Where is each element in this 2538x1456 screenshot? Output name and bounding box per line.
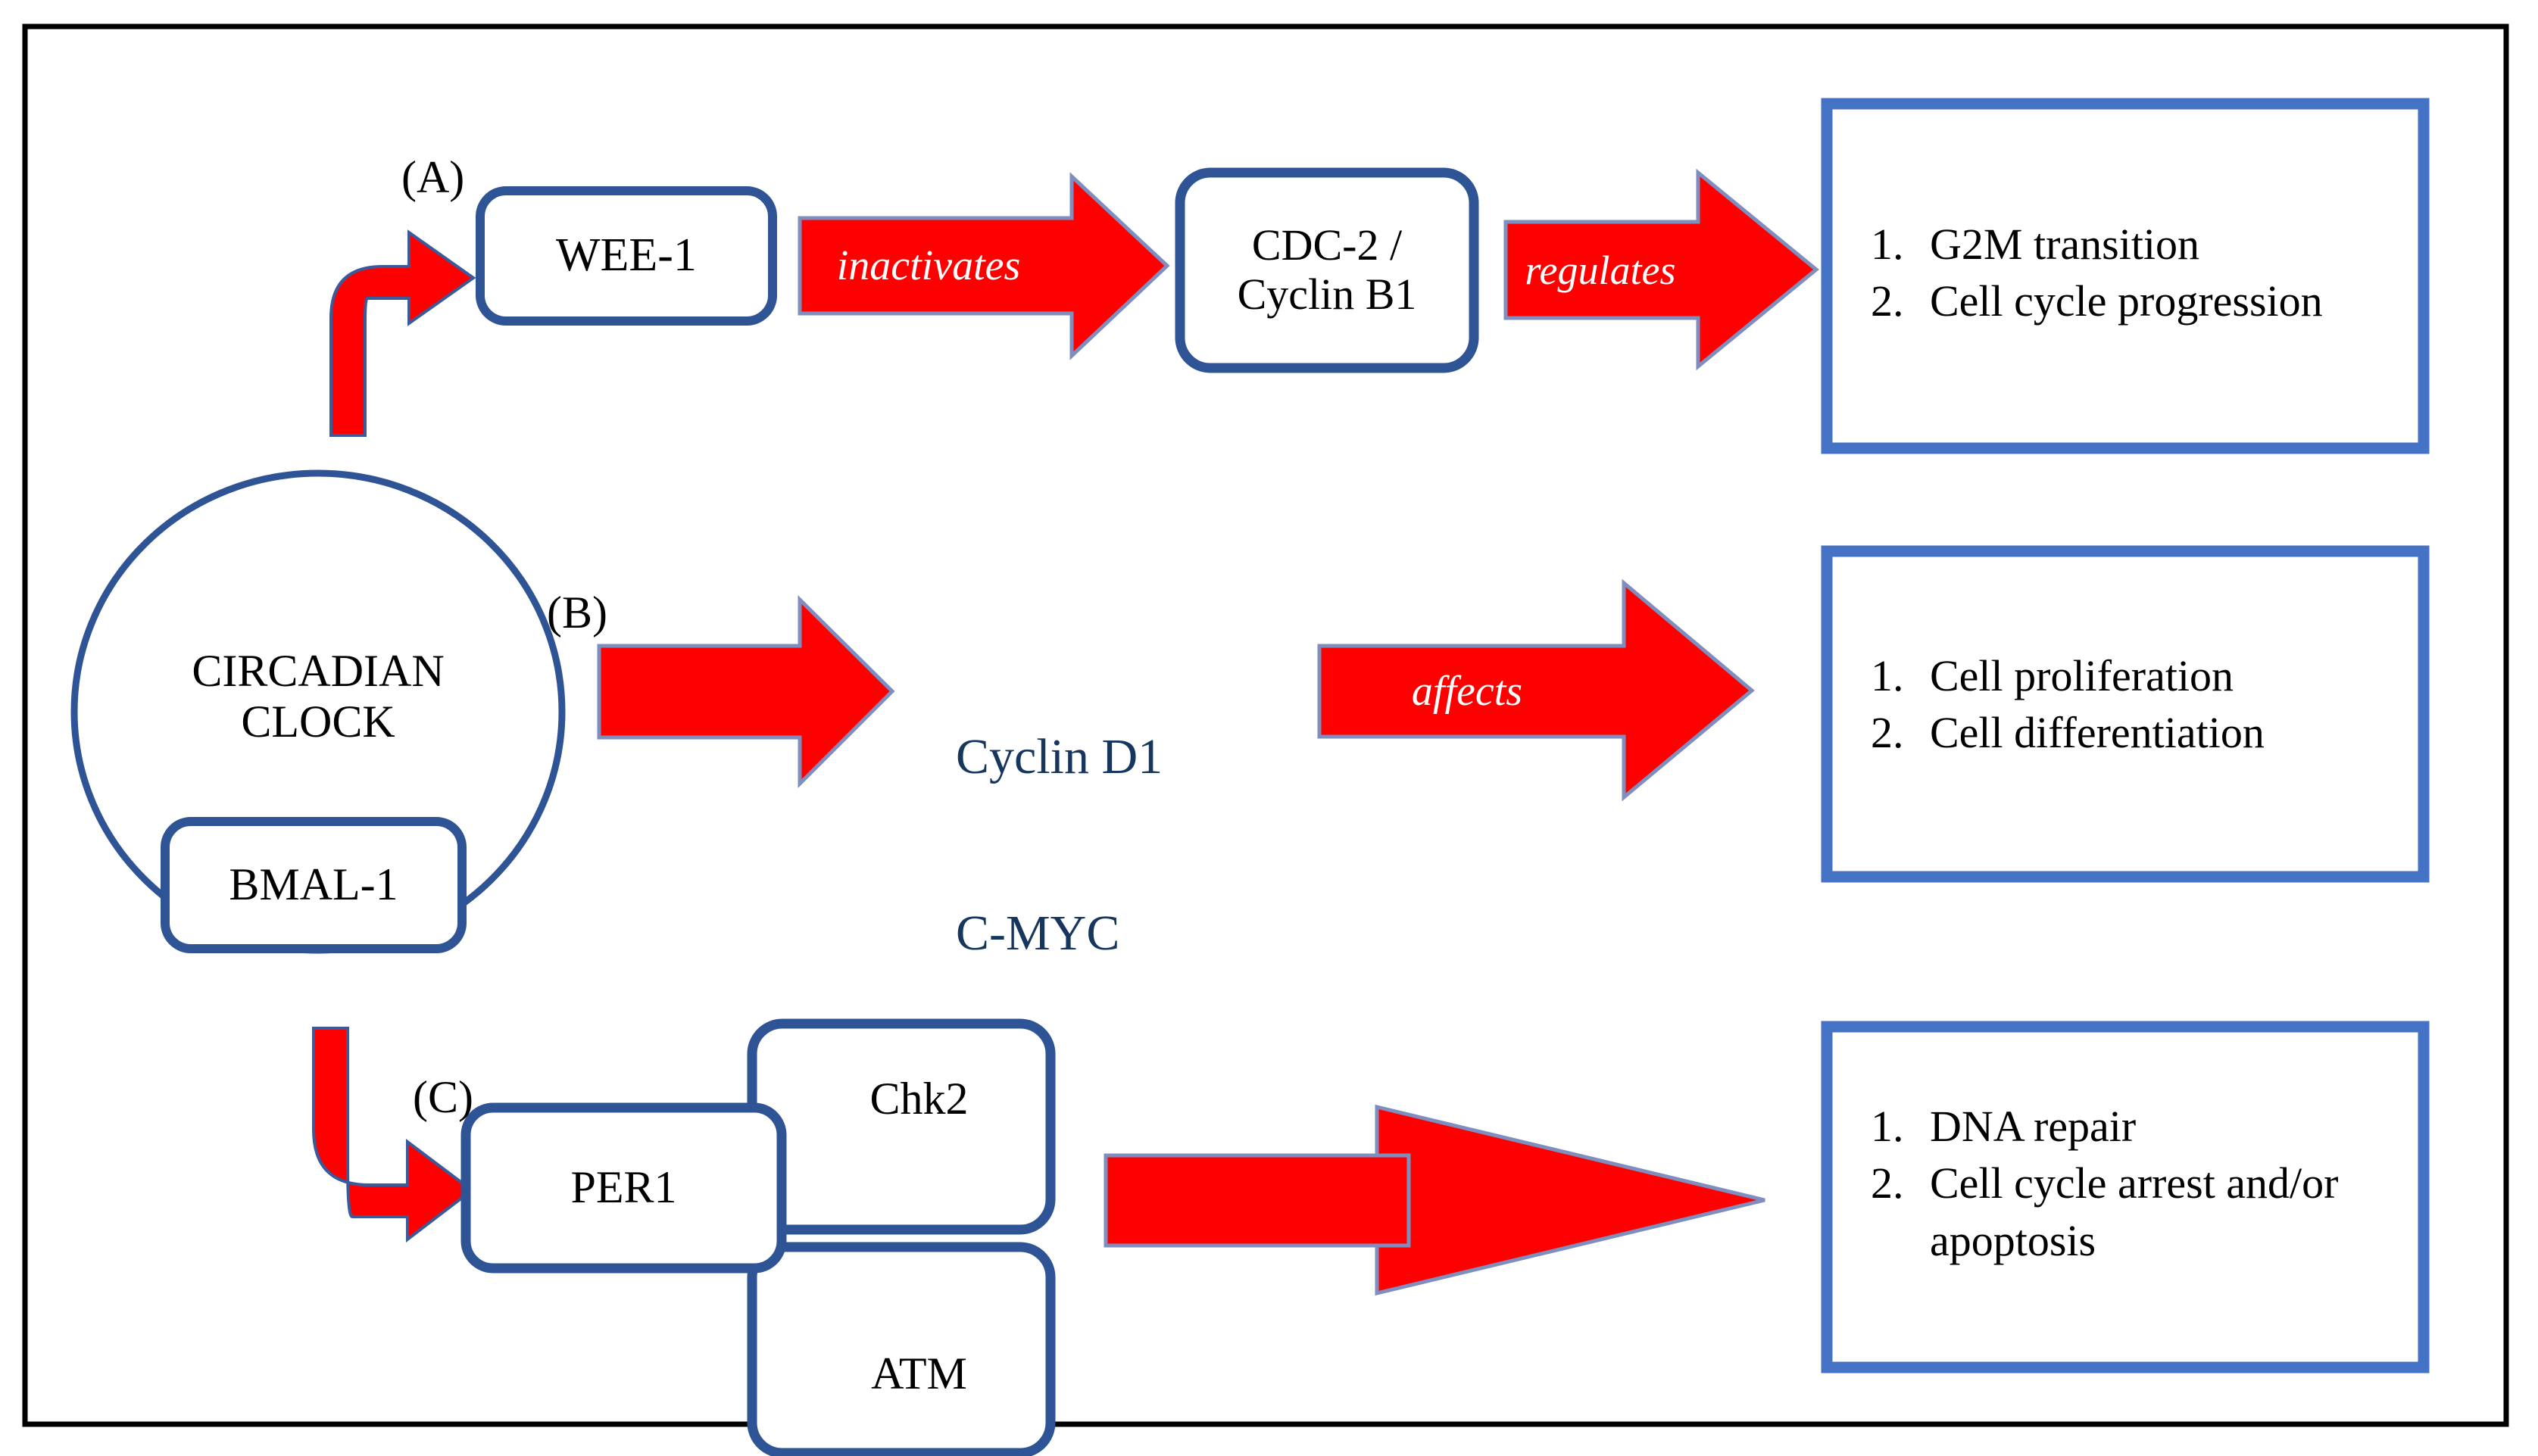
regulates-arrow-shape	[1503, 168, 1819, 371]
gene-target-cyclin-d1: Cyclin D1	[956, 728, 1163, 784]
outcome-item: 1. Cell proliferation	[1871, 647, 2416, 704]
chk2-label: Chk2	[869, 1074, 969, 1124]
outcome-number: 2.	[1871, 1158, 1904, 1208]
clock-to-genes-arrow-shape	[597, 594, 895, 789]
outcome-box-c	[1821, 1021, 2430, 1373]
circadian-clock-label: CIRCADIAN CLOCK	[136, 628, 500, 765]
outcome-number: 2.	[1871, 276, 1904, 326]
clock-to-per1-arrow	[312, 1027, 475, 1243]
outcome-item: apoptosis	[1871, 1212, 2416, 1269]
gene-targets-label: Cyclin D1 C-MYC	[956, 610, 1163, 1081]
outcome-number: 2.	[1871, 708, 1904, 758]
outcome-text: G2M transition	[1930, 220, 2200, 269]
cdc2-cyclinb1-label: CDC-2 / Cyclin B1	[1180, 173, 1474, 368]
circadian-clock-line2: CLOCK	[241, 697, 395, 747]
outcome-number: 1.	[1871, 220, 1904, 269]
per1-outcome-arrow-shaft	[1104, 1153, 1411, 1248]
outcome-item: 2. Cell cycle arrest and/or	[1871, 1155, 2416, 1211]
atm-label: ATM	[871, 1348, 967, 1399]
outcome-list-a: 1. G2M transition 2. Cell cycle progress…	[1871, 216, 2416, 330]
affects-arrow-label: affects	[1411, 668, 1523, 715]
regulates-arrow-label: regulates	[1525, 247, 1676, 293]
clock-to-wee1-arrow	[329, 229, 476, 437]
panel-label-b: (B)	[547, 588, 607, 638]
cdc2-cyclinb1-box	[1175, 167, 1479, 373]
cdc2-line1: CDC-2 /	[1251, 220, 1403, 270]
outcome-number	[1871, 1212, 1930, 1269]
outcome-item: 2. Cell cycle progression	[1871, 273, 2416, 329]
inactivates-arrow-label: inactivates	[836, 242, 1021, 289]
outcome-box-b	[1821, 545, 2430, 883]
outcome-list-b: 1. Cell proliferation 2. Cell differenti…	[1871, 647, 2416, 762]
outcome-item: 1. DNA repair	[1871, 1098, 2416, 1155]
cdc2-line2: Cyclin B1	[1237, 270, 1417, 319]
per1-label: PER1	[570, 1162, 677, 1213]
wee1-label: WEE-1	[556, 229, 697, 282]
outcome-number: 1.	[1871, 1102, 1904, 1151]
outcome-list-c: 1. DNA repair 2. Cell cycle arrest and/o…	[1871, 1098, 2416, 1269]
gene-target-c-myc: C-MYC	[956, 906, 1120, 962]
outcome-item: 2. Cell differentiation	[1871, 704, 2416, 761]
affects-arrow-shape	[1317, 578, 1755, 802]
panel-label-c: (C)	[413, 1072, 473, 1122]
bmal1-box	[161, 817, 467, 953]
outcome-item: 1. G2M transition	[1871, 216, 2416, 273]
wee1-box	[476, 186, 777, 326]
inactivates-arrow-shape	[798, 172, 1170, 360]
outcome-text: apoptosis	[1930, 1215, 2096, 1265]
outcome-text: DNA repair	[1930, 1102, 2137, 1151]
bmal1-label: BMAL-1	[229, 859, 398, 910]
outcome-text: Cell cycle progression	[1930, 276, 2323, 326]
outcome-text: Cell cycle arrest and/or	[1930, 1158, 2339, 1208]
per1-outcome-arrow-head	[1375, 1104, 1765, 1296]
atm-box	[747, 1242, 1056, 1456]
outcome-number: 1.	[1871, 651, 1904, 700]
panel-label-a: (A)	[401, 152, 465, 202]
outcome-text: Cell differentiation	[1930, 708, 2265, 758]
outcome-text: Cell proliferation	[1930, 651, 2234, 700]
outcome-box-a	[1821, 98, 2430, 454]
per1-box	[460, 1102, 787, 1274]
figure-frame	[22, 23, 2509, 1427]
circadian-clock-line1: CIRCADIAN	[192, 645, 445, 696]
